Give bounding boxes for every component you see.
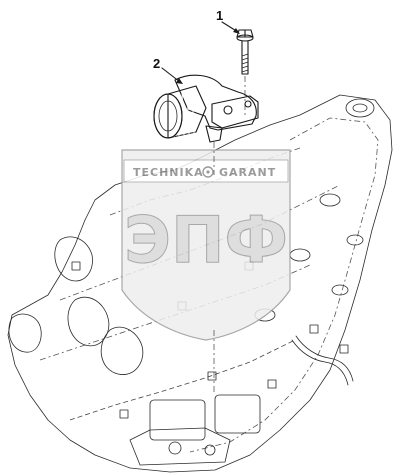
watermark-logo-letters: ЭПФ <box>124 204 288 278</box>
watermark: TECHNIKA GARANT ЭПФ <box>121 149 291 341</box>
callout-2-label: 2 <box>153 56 160 71</box>
watermark-text-right: GARANT <box>219 166 276 179</box>
watermark-text-left: TECHNIKA <box>133 166 204 179</box>
callout-2-arrow-icon <box>176 78 183 84</box>
watermark-banner <box>123 159 289 183</box>
callout-2: 2 <box>153 56 183 84</box>
callout-1: 1 <box>216 8 240 34</box>
watermark-gear-icon <box>202 166 214 178</box>
thermostat-housing-part <box>153 74 259 395</box>
callout-1-label: 1 <box>216 8 223 23</box>
bolt-part <box>236 29 254 118</box>
callout-2-leader <box>161 67 181 83</box>
callout-1-arrow-icon <box>233 28 240 34</box>
watermark-shield <box>121 149 291 341</box>
